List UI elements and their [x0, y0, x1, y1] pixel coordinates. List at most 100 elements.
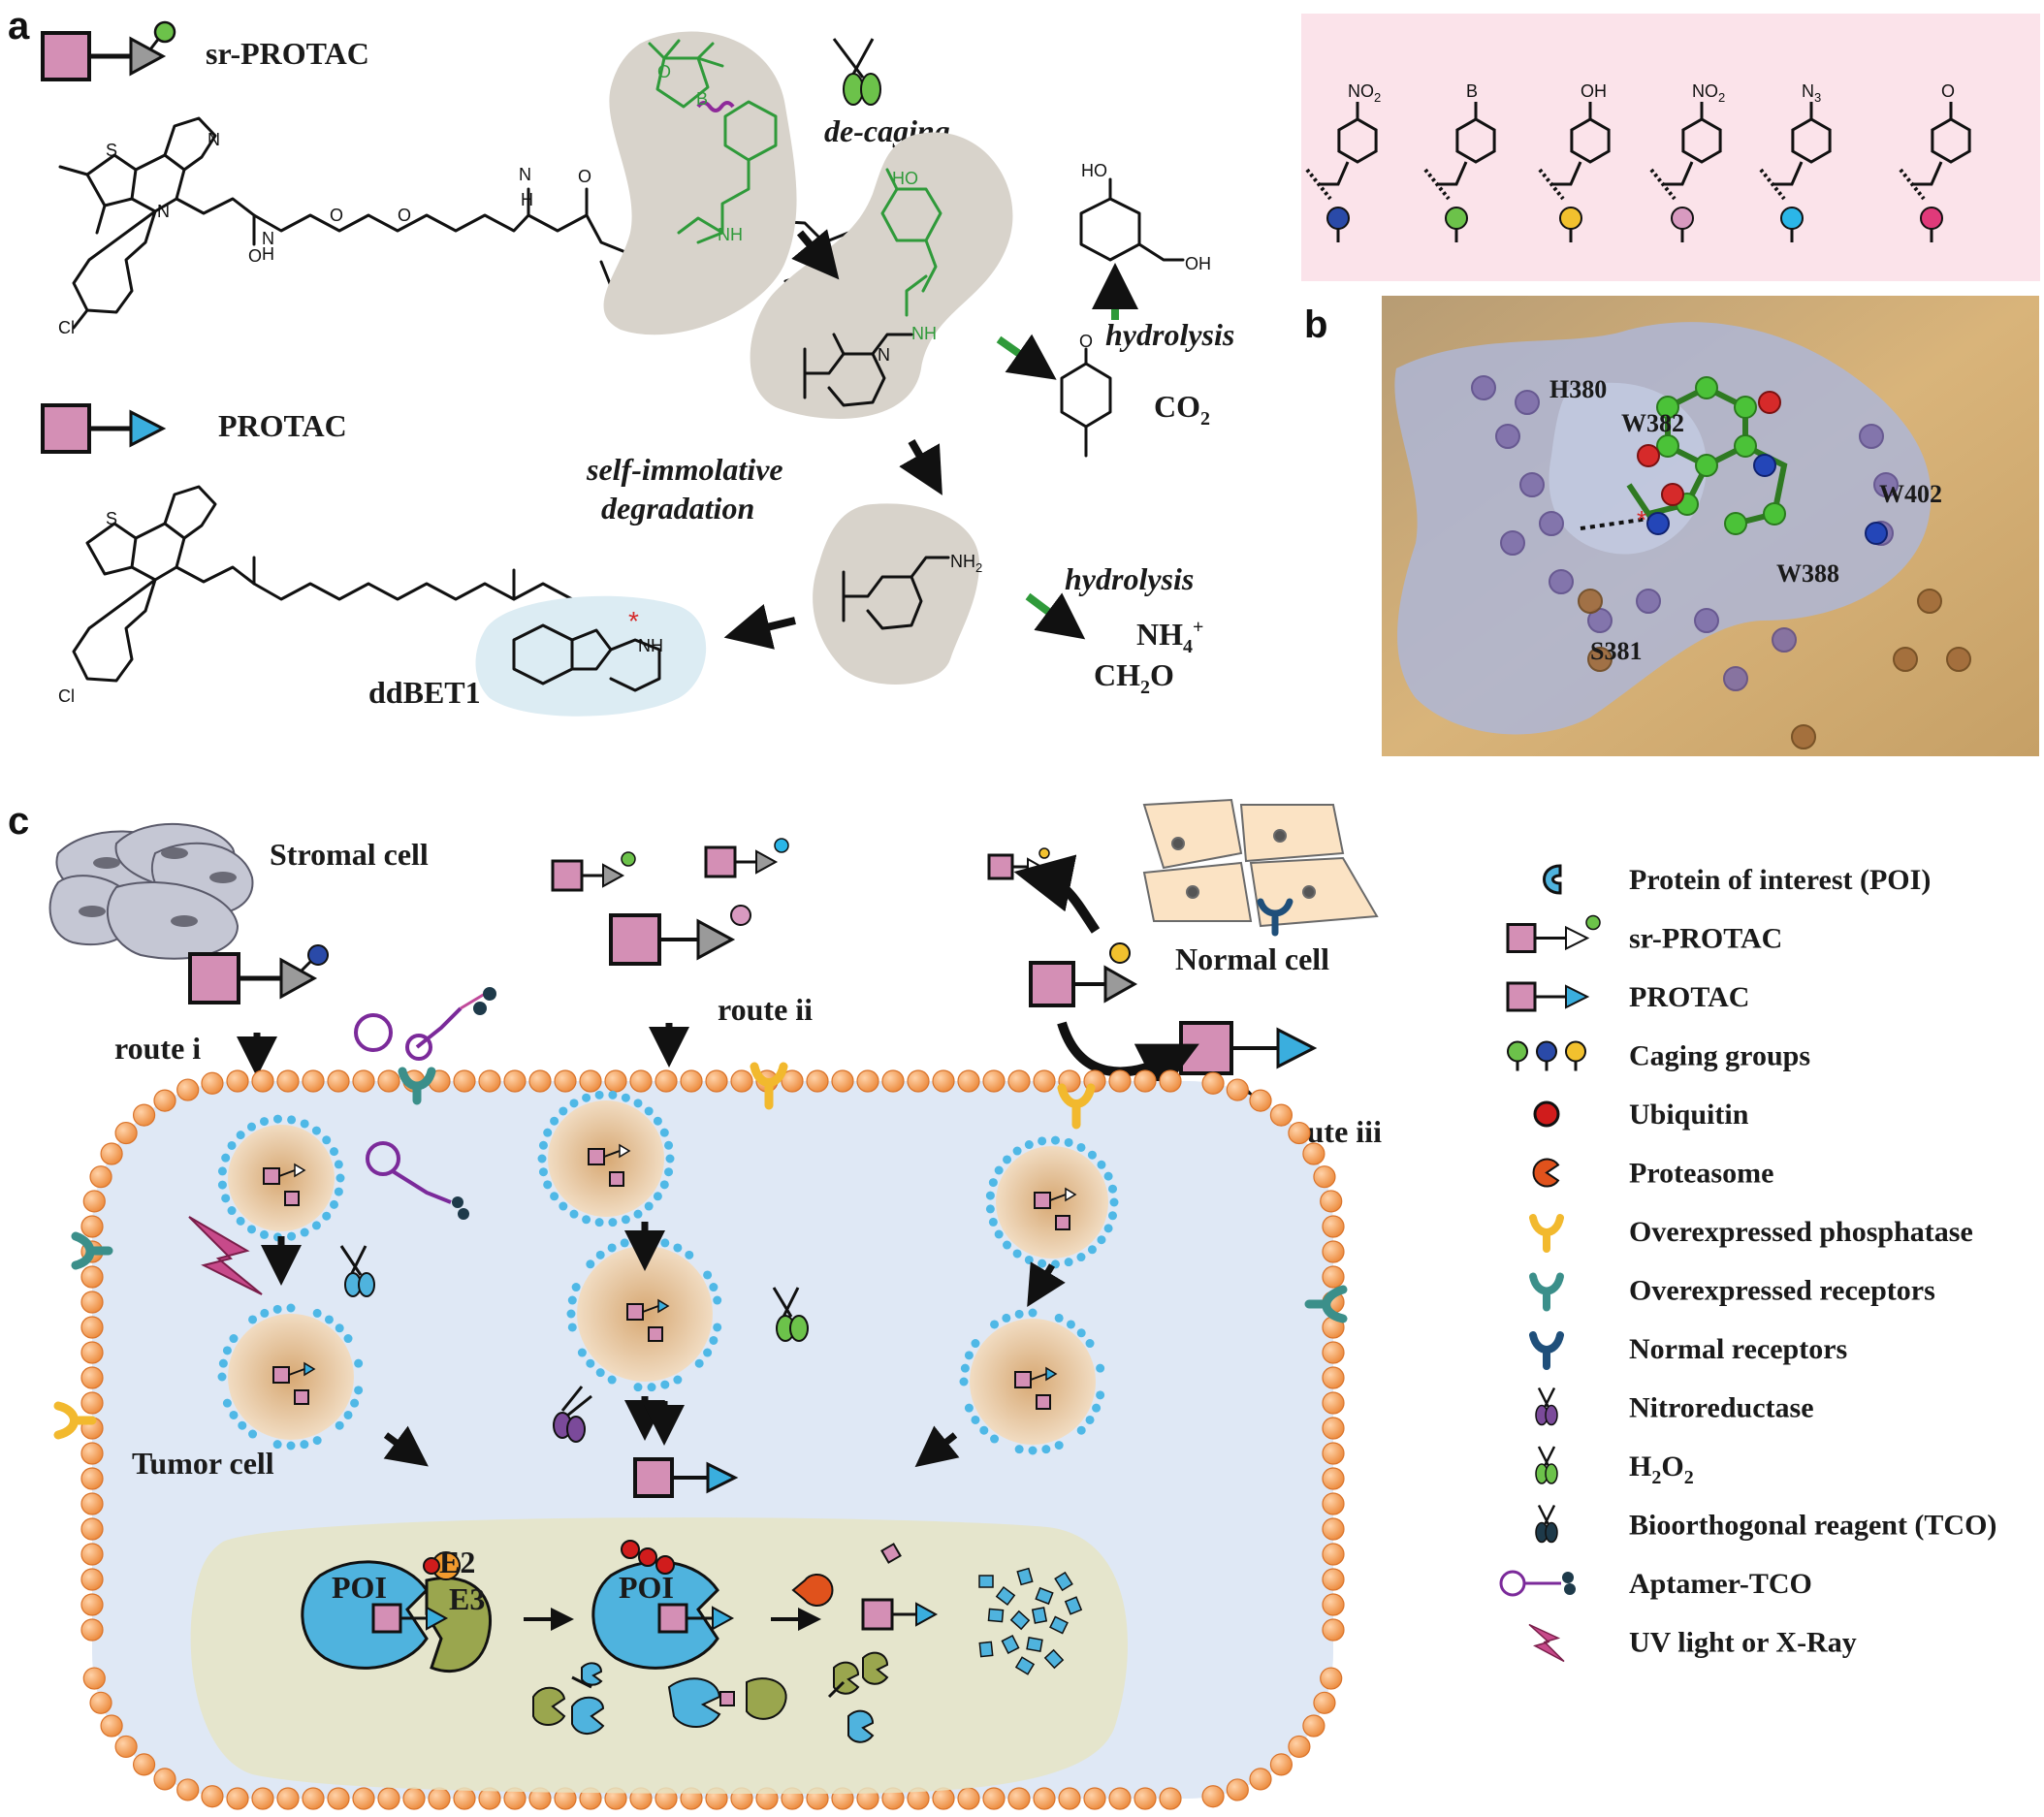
lipid-head	[647, 1383, 656, 1392]
residue-label-w402: W402	[1879, 480, 1942, 508]
membrane-bead	[132, 1103, 156, 1127]
lipid-head	[287, 1231, 297, 1241]
membrane-bead	[1322, 1240, 1345, 1263]
vesicle-cargo-box	[1034, 1192, 1051, 1209]
phosphatase-on-membrane	[750, 1062, 788, 1110]
lipid-head	[543, 1180, 553, 1190]
lipid-head	[538, 1167, 548, 1177]
vesicle-cargo-box	[626, 1303, 644, 1321]
lipid-head	[1003, 1240, 1012, 1250]
ubiquitinated-poi	[591, 1540, 735, 1670]
lipid-head	[971, 1339, 980, 1349]
lipid-head	[312, 1308, 322, 1318]
vesicle-cargo-box	[1014, 1371, 1032, 1388]
membrane-bead	[957, 1787, 980, 1810]
normal-receptor-on-cell	[1257, 898, 1293, 937]
nitroreductase-scissors-route-ii	[553, 1386, 592, 1443]
poi-fragment	[987, 1608, 1005, 1623]
lipid-head	[1024, 1140, 1034, 1150]
protac-icon	[1506, 981, 1590, 1012]
lipid-head	[335, 1173, 345, 1183]
legend-label: Caging groups	[1629, 1040, 1810, 1072]
membrane-bead	[1322, 1492, 1345, 1515]
ternary-complex	[301, 1551, 493, 1674]
uv-icon	[1528, 1623, 1565, 1663]
panel-label-b: b	[1304, 303, 1327, 346]
membrane-bead	[1322, 1417, 1345, 1440]
lipid-head	[633, 1209, 643, 1219]
lipid-head	[330, 1199, 339, 1209]
legend-label: sr-PROTAC	[1629, 923, 1782, 955]
membrane-bead	[1302, 1142, 1325, 1165]
tco-icon	[1535, 1504, 1558, 1544]
lipid-head	[229, 1410, 239, 1419]
arrow-to-ddbet1	[723, 604, 796, 650]
lipid-head	[659, 1128, 669, 1137]
membrane-bead	[982, 1069, 1006, 1093]
lipid-head	[633, 1383, 643, 1392]
proteasome-icon	[1532, 1158, 1560, 1188]
lipid-head	[537, 1154, 547, 1164]
hydrolysis-label-2: hydrolysis	[1065, 561, 1194, 596]
lipid-head	[994, 1165, 1004, 1175]
lipid-head	[664, 1140, 674, 1150]
protac-label: PROTAC	[218, 408, 347, 443]
poi-fragment	[1064, 1596, 1083, 1615]
membrane-bead	[1108, 1787, 1132, 1810]
arrow-green-1	[996, 334, 1057, 380]
lipid-head	[221, 1153, 231, 1163]
lipid-head	[1085, 1415, 1095, 1424]
lipid-head	[1050, 1135, 1060, 1145]
membrane-bead	[1269, 1103, 1293, 1127]
lipid-head	[709, 1335, 719, 1345]
poi-fragment	[1031, 1607, 1048, 1624]
lipid-head	[644, 1201, 654, 1211]
legend-row-poi: Protein of interest (POI)	[1543, 864, 1931, 896]
caging-groups-panel	[1301, 14, 2040, 281]
panel-label-a: a	[8, 5, 30, 48]
lipid-head	[236, 1216, 245, 1226]
membrane-bead	[1201, 1785, 1225, 1808]
poi-fragment	[1014, 1656, 1036, 1675]
membrane-bead	[276, 1787, 300, 1810]
membrane-bead	[730, 1069, 753, 1093]
lipid-head	[1002, 1313, 1011, 1323]
membrane-bead	[201, 1785, 224, 1808]
legend-row-h2o2: H2O2	[1535, 1446, 1694, 1488]
legend-row-sr-protac: sr-PROTAC	[1506, 914, 1782, 955]
residue-label-h380: H380	[1549, 375, 1607, 403]
membrane-bead	[352, 1787, 375, 1810]
legend-label: Proteasome	[1629, 1158, 1773, 1190]
membrane-bead	[1322, 1618, 1345, 1642]
lipid-head	[713, 1323, 722, 1332]
vesicle	[217, 1114, 345, 1242]
legend-row-caging-groups: Caging groups	[1507, 1040, 1810, 1072]
membrane-bead	[907, 1069, 930, 1093]
poi-fragment	[1035, 1586, 1054, 1606]
lipid-head	[664, 1167, 674, 1177]
lipid-head	[354, 1386, 364, 1395]
poi-fragment	[1016, 1567, 1034, 1586]
membrane-bead	[1288, 1735, 1311, 1759]
lipid-head	[1024, 1255, 1034, 1264]
atom-n-int: N	[878, 345, 890, 365]
lipid-head	[1076, 1253, 1086, 1262]
membrane-bead	[932, 1069, 955, 1093]
lipid-head	[586, 1358, 595, 1368]
membrane-bead	[856, 1069, 879, 1093]
membrane-bead	[881, 1069, 905, 1093]
atom-h-2: H	[521, 190, 533, 209]
receptor-right-membrane	[1304, 1285, 1348, 1323]
lipid-head	[1066, 1320, 1075, 1329]
lipid-head	[221, 1194, 231, 1203]
lipid-head	[335, 1420, 344, 1430]
lipid-head	[660, 1238, 670, 1248]
e3-label: E3	[449, 1581, 485, 1616]
membrane-bead	[1058, 1787, 1081, 1810]
lipid-head	[1014, 1309, 1024, 1319]
atom-n-4: N	[519, 165, 531, 184]
lipid-head	[713, 1295, 722, 1305]
lipid-head	[300, 1119, 309, 1129]
lipid-head	[608, 1218, 618, 1227]
